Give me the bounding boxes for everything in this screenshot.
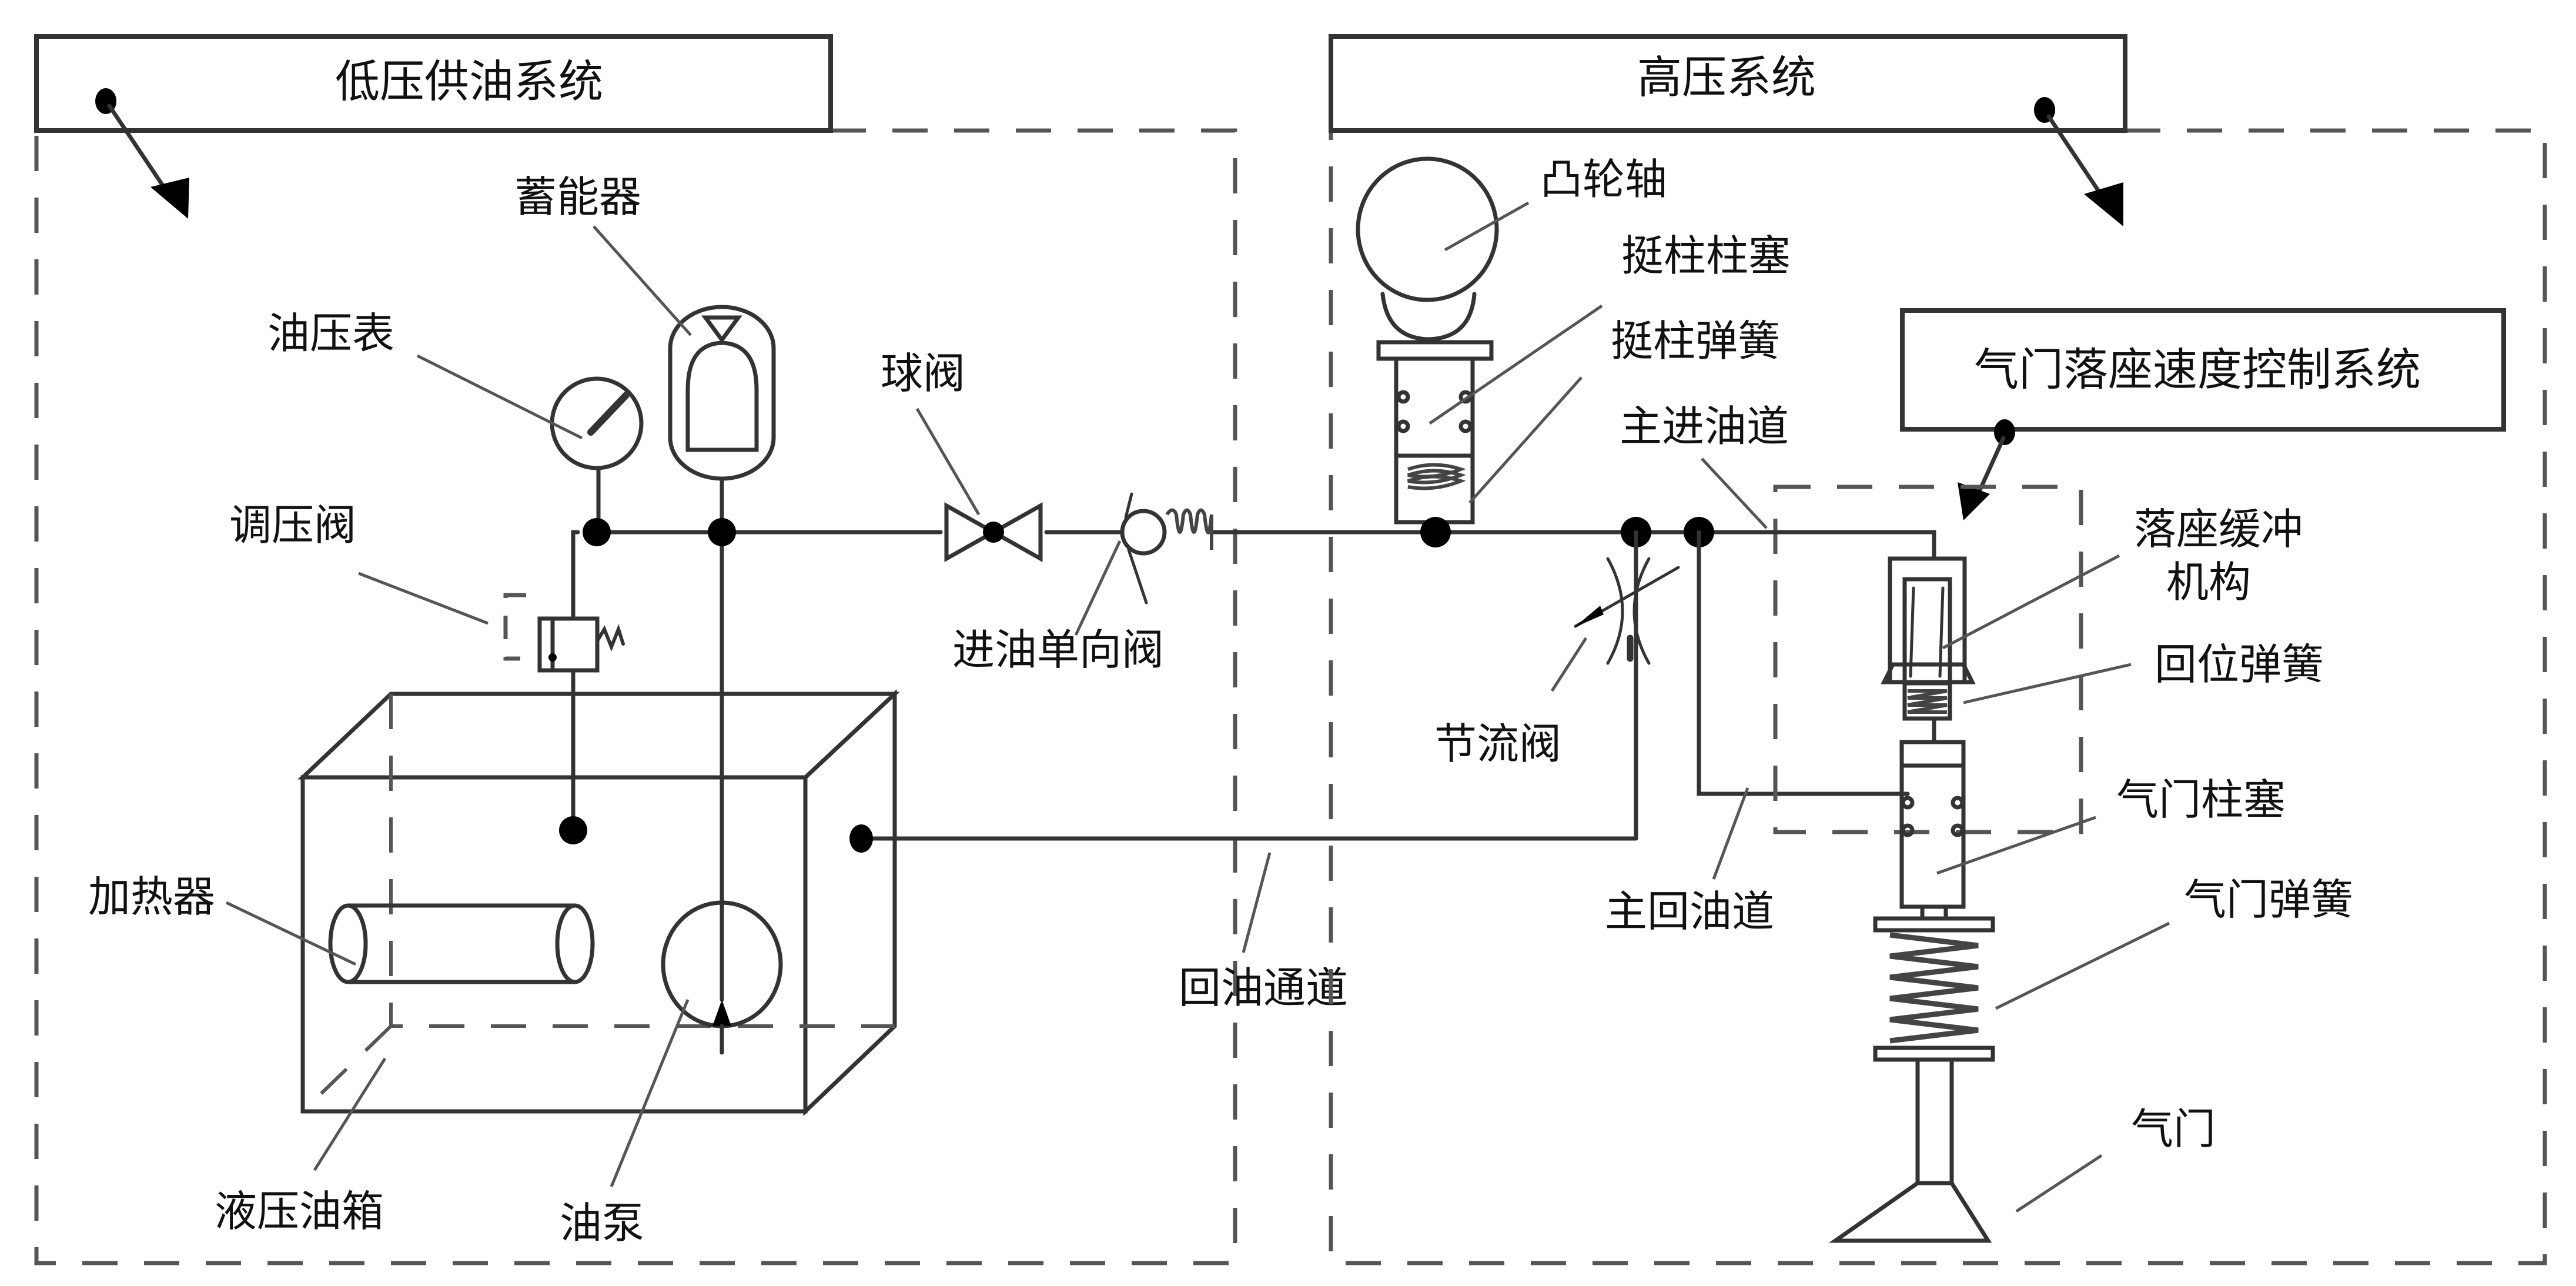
- seating-buffer-mechanism-icon: [1881, 530, 1976, 744]
- buffer-feed-line: [1761, 530, 1936, 561]
- valve-spring-icon: [1873, 904, 1995, 1062]
- valve-seating-control-box: [1900, 308, 2506, 432]
- return-channel-label: 回油通道: [1179, 965, 1348, 1012]
- tappet-plunger-icon: [1376, 340, 1494, 547]
- pressure-gauge-icon: [550, 376, 644, 546]
- inlet-check-valve-label: 进油单向阀: [952, 627, 1164, 674]
- low-pressure-boundary: [34, 128, 1237, 1265]
- high-pressure-boundary: [1329, 128, 2547, 1265]
- accumulator-icon: [668, 305, 776, 1002]
- high-pressure-title: 高压系统: [1637, 54, 1816, 103]
- throttle-valve-label: 节流阀: [1434, 721, 1561, 768]
- heater-label: 加热器: [88, 874, 215, 921]
- return-spring-label: 回位弹簧: [2155, 642, 2324, 689]
- low-pressure-pointer-arrow: [95, 88, 189, 219]
- oil-pump-label: 油泵: [560, 1200, 644, 1247]
- heater-icon: [328, 903, 595, 984]
- tappet-plunger-label: 挺柱柱塞: [1621, 233, 1791, 280]
- inlet-check-valve-icon: [1120, 492, 1213, 604]
- tappet-spring-label: 挺柱弹簧: [1611, 318, 1780, 365]
- low-pressure-system: 低压供油系统 油压表 蓄能器: [34, 34, 1936, 1265]
- main-return-channel-line: [1697, 530, 1910, 796]
- seating-buffer-label-line2: 机构: [2166, 559, 2251, 606]
- ball-valve-label: 球阀: [881, 350, 965, 398]
- valve-label: 气门: [2131, 1106, 2216, 1153]
- valve-seating-control-title: 气门落座速度控制系统: [1974, 346, 2421, 395]
- seating-buffer-boundary: [1773, 485, 2083, 834]
- valve-spring-label: 气门弹簧: [2184, 877, 2353, 924]
- main-inlet-channel-label: 主进油道: [1620, 403, 1789, 450]
- pressure-gauge-label: 油压表: [267, 310, 394, 358]
- high-pressure-pointer-arrow: [2034, 97, 2123, 226]
- valve-plunger-icon: [1899, 740, 1966, 909]
- accumulator-label: 蓄能器: [514, 174, 641, 221]
- camshaft-icon: [1356, 156, 1499, 342]
- low-pressure-title: 低压供油系统: [335, 58, 603, 107]
- camshaft-label: 凸轮轴: [1540, 156, 1667, 203]
- high-pressure-title-box: [1329, 34, 2127, 133]
- throttle-valve-icon: [1574, 530, 1680, 841]
- pressure-regulating-valve-icon: [503, 530, 625, 844]
- valve-plunger-label: 气门柱塞: [2116, 777, 2286, 824]
- oil-pump-icon: [661, 900, 783, 1055]
- hydraulic-tank-label: 液压油箱: [215, 1188, 384, 1235]
- main-return-channel-label: 主回油道: [1605, 888, 1774, 936]
- valve-seating-pointer-arrow: [1958, 419, 2015, 520]
- valve-icon: [1828, 1057, 1992, 1243]
- high-pressure-system: 高压系统 凸轮轴 挺柱柱塞 挺柱弹簧: [1329, 34, 2547, 1265]
- ball-valve-icon: [944, 502, 1043, 562]
- hydraulic-tank-icon: [297, 689, 1638, 1117]
- seating-buffer-label-line1: 落座缓冲: [2134, 506, 2303, 553]
- pressure-regulating-valve-label: 调压阀: [229, 502, 356, 549]
- low-pressure-title-box: [34, 34, 833, 133]
